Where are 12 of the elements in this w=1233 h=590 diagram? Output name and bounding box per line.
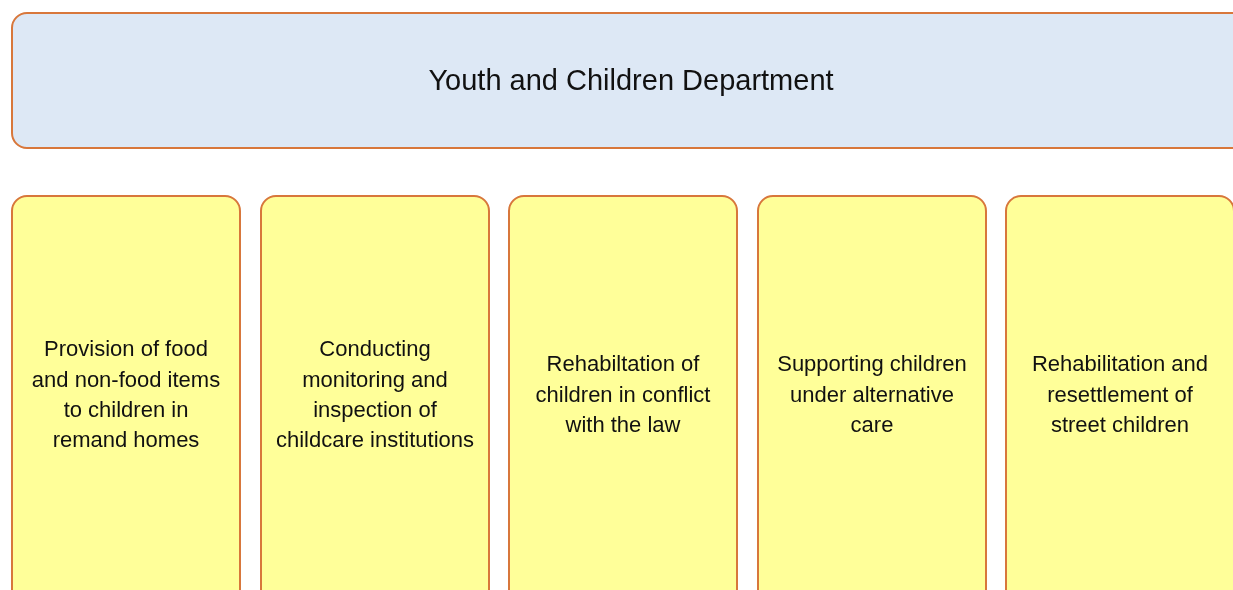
department-title: Youth and Children Department (428, 63, 834, 99)
task-box (757, 195, 987, 590)
task-box (11, 195, 241, 590)
task-text: Provision of food and non-food items to children in remand homes (30, 335, 222, 455)
task-text: Rehabiltation of children in conflict with the law (534, 350, 712, 440)
task-box (260, 195, 490, 590)
task-text: Supporting children under alternative care (776, 350, 968, 440)
task-text: Rehabilitation and resettlement of street children (1030, 350, 1210, 440)
department-box (11, 12, 1233, 149)
task-box (1005, 195, 1233, 590)
task-box (508, 195, 738, 590)
task-text: Conducting monitoring and inspection of childcare institutions (274, 335, 476, 455)
